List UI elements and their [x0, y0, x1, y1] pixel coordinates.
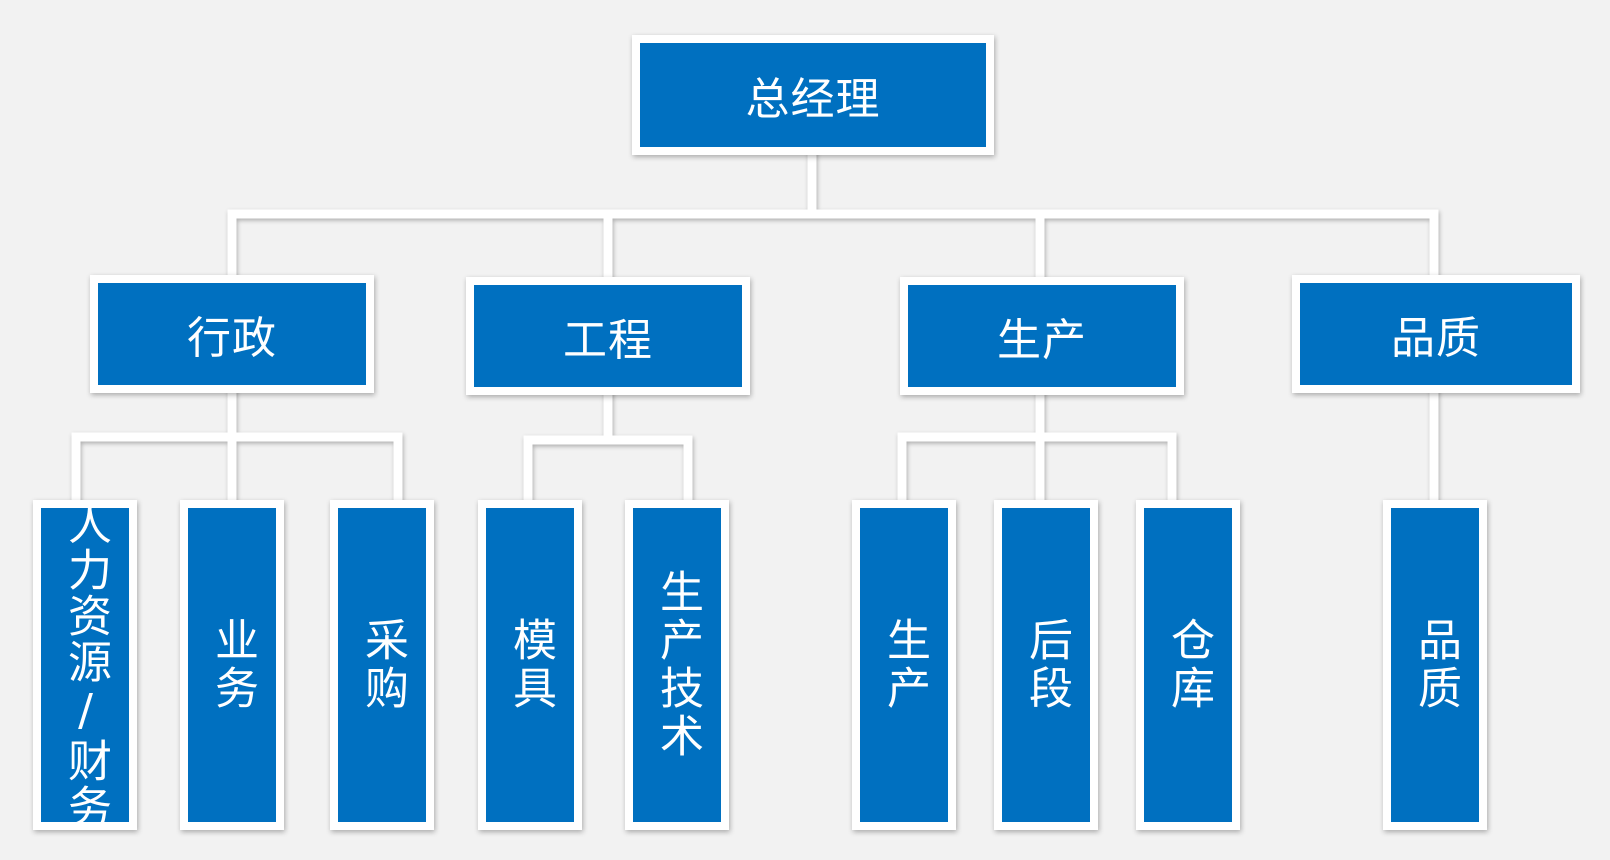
node-dept-shengchan: 生产 [900, 277, 1184, 395]
node-unit-shengchan: 生产 [852, 500, 956, 830]
node-label: 工程 [563, 315, 653, 366]
node-label: 品质 [1391, 313, 1481, 364]
node-unit-yewu: 业务 [180, 500, 284, 830]
node-label: 采购 [357, 617, 408, 713]
node-label: 生产 [879, 617, 930, 713]
node-label: 后段 [1021, 617, 1072, 713]
node-label: 模具 [505, 617, 556, 713]
node-dept-pinzhi: 品质 [1292, 275, 1580, 393]
node-label: 仓库 [1163, 617, 1214, 713]
node-label: 生产 [997, 315, 1087, 366]
node-label: 总经理 [745, 74, 881, 125]
node-label: 业务 [207, 617, 258, 713]
node-unit-houduan: 后段 [994, 500, 1098, 830]
connector-shengchan [897, 385, 1177, 505]
connector-xingzheng [71, 385, 403, 505]
node-label: 生产技术 [652, 569, 703, 761]
node-unit-cangku: 仓库 [1136, 500, 1240, 830]
connector-gongcheng [523, 385, 693, 505]
node-label: 人力资源/财务 [60, 500, 111, 830]
node-label: 品质 [1410, 617, 1461, 713]
node-unit-shengchan-jishu: 生产技术 [625, 500, 729, 830]
node-unit-caigou: 采购 [330, 500, 434, 830]
node-dept-gongcheng: 工程 [466, 277, 750, 395]
node-unit-muju: 模具 [478, 500, 582, 830]
node-label: 行政 [187, 313, 277, 364]
node-unit-pinzhi: 品质 [1383, 500, 1487, 830]
connector-root [227, 145, 1439, 283]
node-unit-hr-finance: 人力资源/财务 [33, 500, 137, 830]
node-general-manager: 总经理 [632, 35, 994, 155]
node-dept-xingzheng: 行政 [90, 275, 374, 393]
